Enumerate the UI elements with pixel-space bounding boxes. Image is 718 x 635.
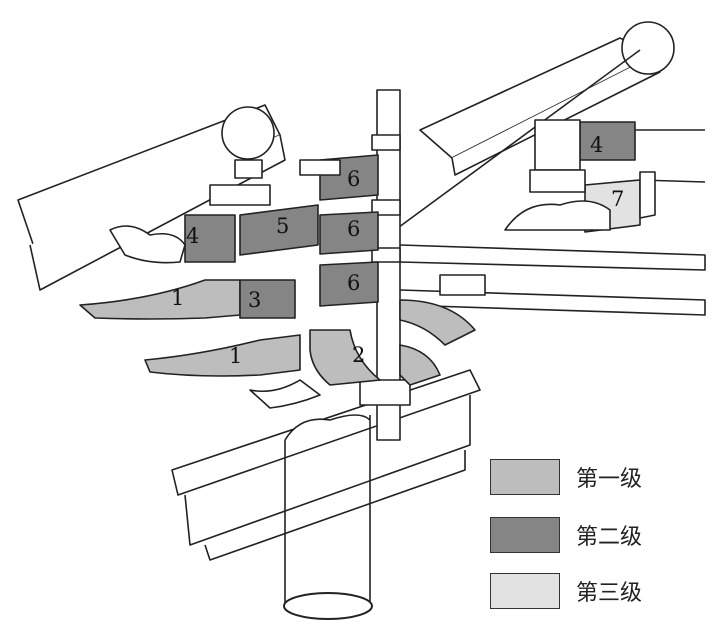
legend-label-level-2: 第二级 [576, 525, 643, 550]
number-labels: 1 1 2 3 4 4 5 6 6 6 7 [171, 133, 624, 368]
label-1-lower: 1 [229, 344, 242, 368]
legend-item-level-2: 第二级 [490, 513, 710, 557]
label-6-top: 6 [347, 167, 360, 191]
label-1-upper: 1 [171, 286, 184, 310]
label-2: 2 [352, 343, 365, 367]
label-5: 5 [276, 214, 289, 238]
legend-item-level-1: 第一级 [490, 455, 710, 499]
label-4-left: 4 [186, 224, 199, 248]
level-1-members[interactable] [79, 274, 486, 386]
legend-label-level-1: 第一级 [576, 467, 643, 492]
lower-beam [171, 369, 481, 561]
legend-swatch-level-1 [490, 459, 560, 495]
legend-swatch-level-3 [490, 573, 560, 609]
label-6-middle: 6 [347, 217, 360, 241]
vertical-post [359, 89, 411, 441]
label-3: 3 [248, 288, 261, 312]
label-6-bottom: 6 [347, 271, 360, 295]
label-4-right: 4 [590, 133, 603, 157]
bracket-supports [109, 119, 611, 409]
right-rafters [394, 49, 706, 316]
legend-item-level-3: 第三级 [490, 569, 710, 613]
legend-swatch-level-2 [490, 517, 560, 553]
label-7: 7 [611, 187, 624, 211]
level-2-members[interactable] [184, 121, 636, 319]
legend: 第一级 第二级 第三级 [490, 455, 710, 615]
legend-label-level-3: 第三级 [576, 581, 643, 606]
upper-right-beam [419, 21, 675, 176]
upper-left-beam [17, 104, 286, 291]
column [283, 414, 373, 620]
